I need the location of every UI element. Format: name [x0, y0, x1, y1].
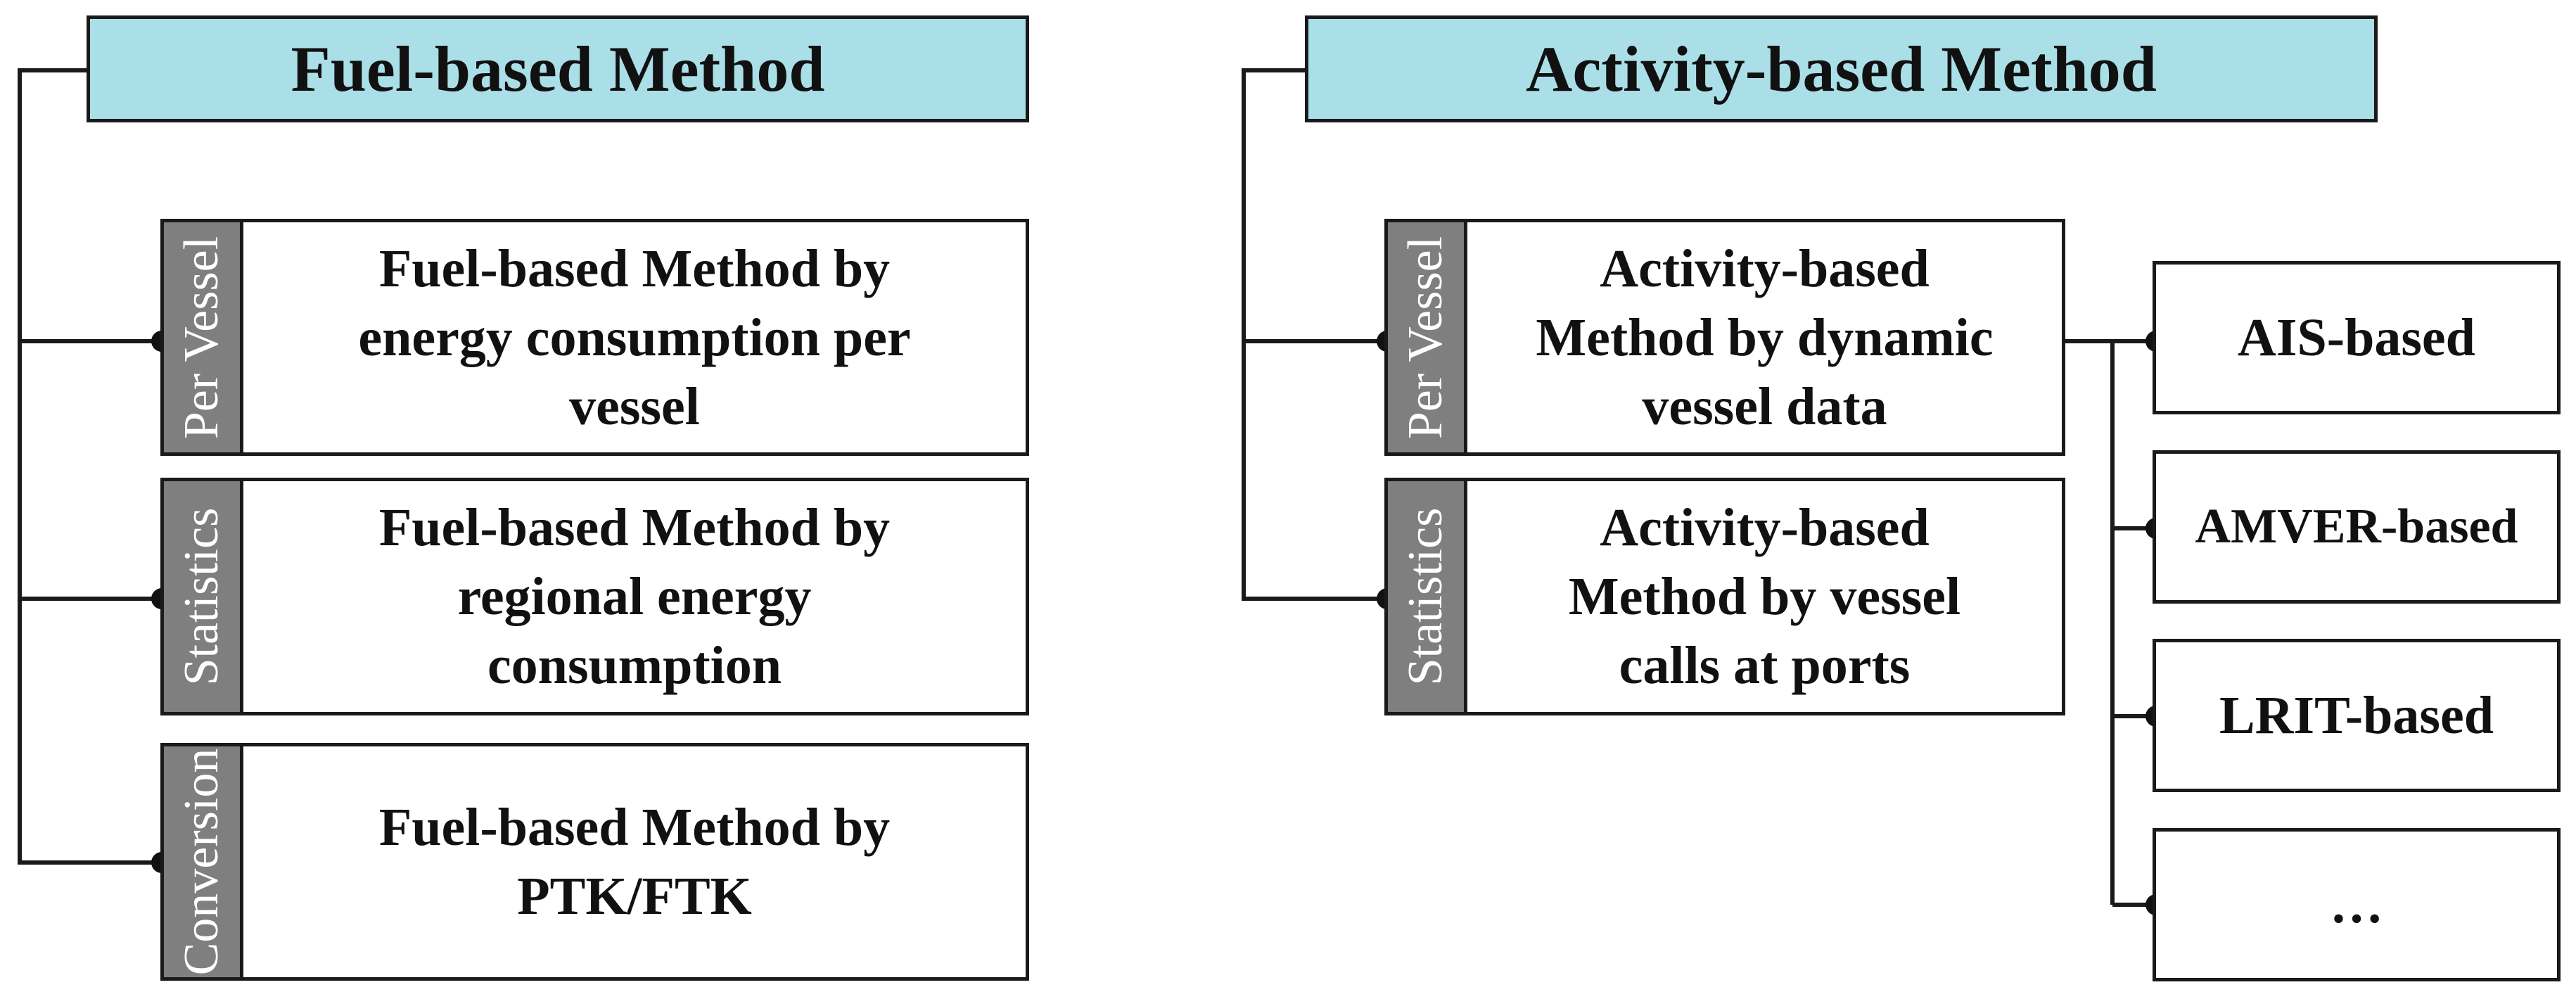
lrit-based-box: LRIT-based [2153, 639, 2561, 792]
activity-method-title: Activity-based Method [1305, 15, 2378, 122]
more-sources-box: … [2153, 828, 2561, 981]
fuel-method-title: Fuel-based Method [87, 15, 1029, 122]
fuel-per-vessel-box: Per Vessel Fuel-based Method by energy c… [160, 219, 1029, 456]
activity-per-vessel-box: Per Vessel Activity-based Method by dyna… [1384, 219, 2065, 456]
box-label: Fuel-based Method by energy consumption … [358, 238, 911, 436]
fuel-conversion-box: Conversion Fuel-based Method by PTK/FTK [160, 743, 1029, 981]
box-label: Activity-based Method by dynamic vessel … [1536, 238, 1994, 436]
fuel-tree-line [18, 68, 162, 865]
tab-per-vessel: Per Vessel [164, 222, 243, 452]
activity-statistics-box: Statistics Activity-based Method by vess… [1384, 478, 2065, 715]
tab-statistics: Statistics [164, 481, 243, 712]
box-label: Fuel-based Method by regional energy con… [378, 498, 891, 695]
ais-based-box: AIS-based [2153, 261, 2561, 414]
box-label: Fuel-based Method by PTK/FTK [378, 798, 891, 926]
tab-per-vessel: Per Vessel [1388, 222, 1467, 452]
amver-based-box: AMVER-based [2153, 450, 2561, 604]
box-label: Activity-based Method by vessel calls at… [1568, 498, 1961, 695]
tab-statistics: Statistics [1388, 481, 1467, 712]
tab-conversion: Conversion [164, 746, 243, 977]
activity-tree-line [1242, 68, 1387, 601]
fuel-statistics-box: Statistics Fuel-based Method by regional… [160, 478, 1029, 715]
